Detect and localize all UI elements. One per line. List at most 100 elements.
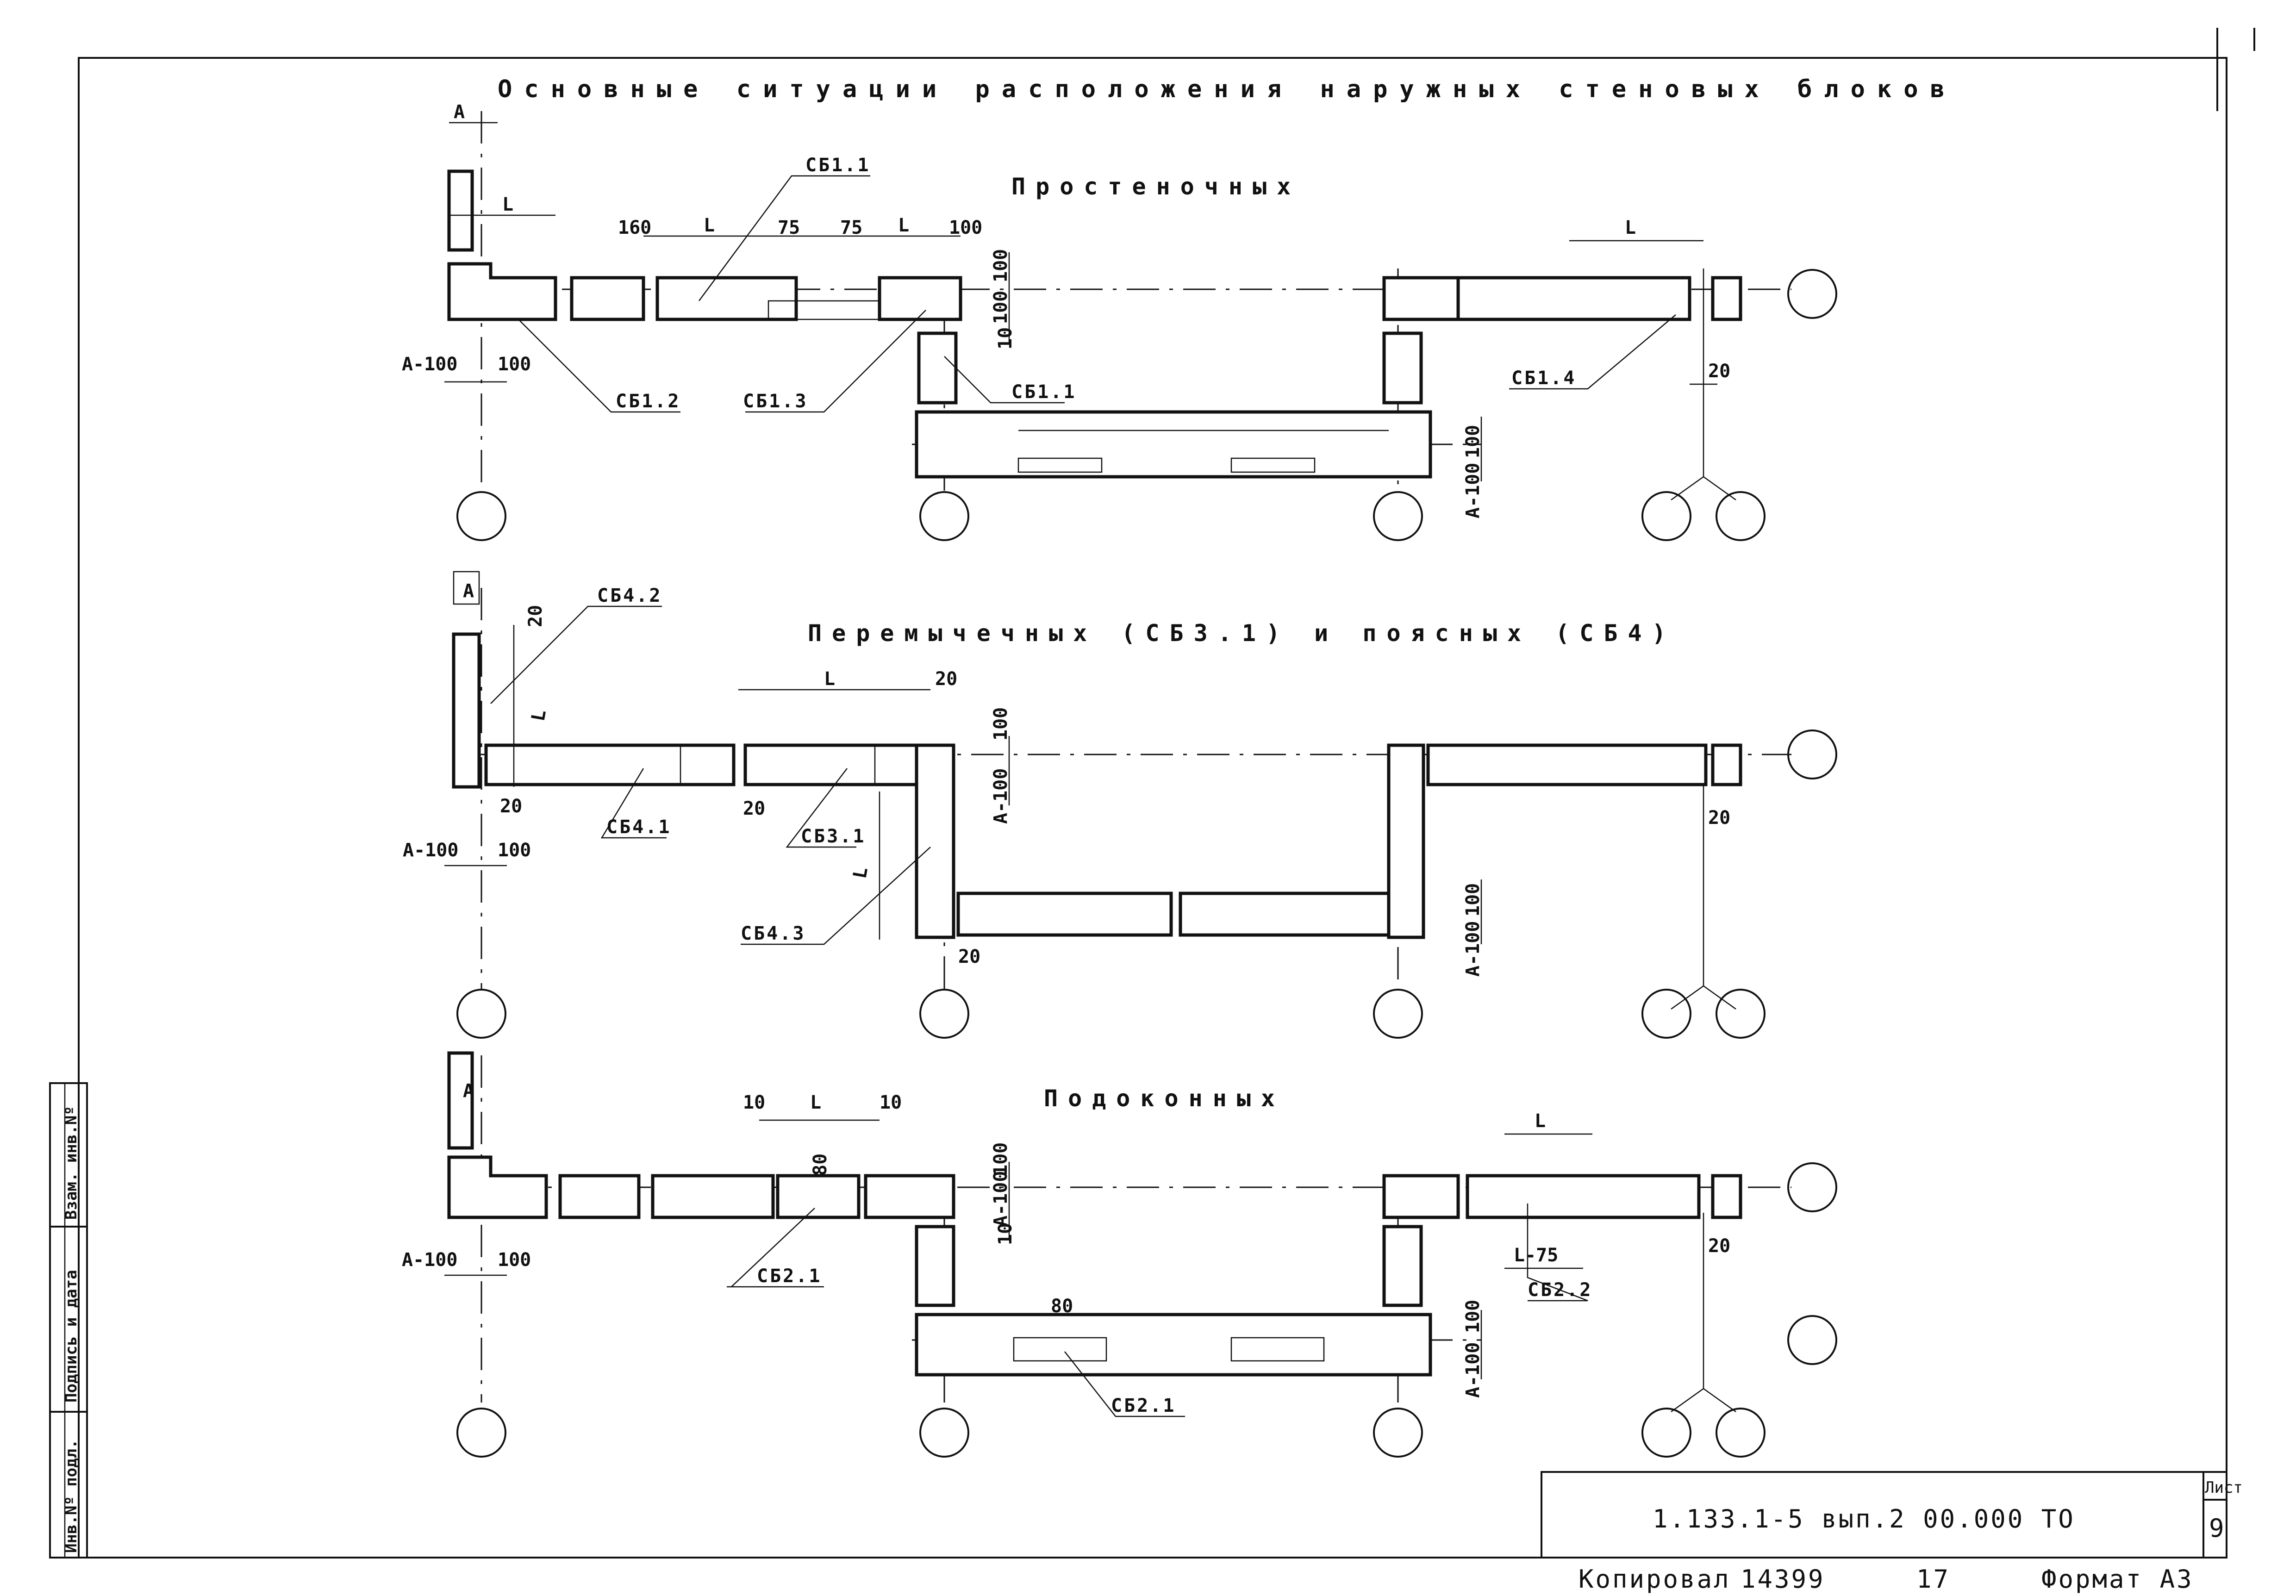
dim-10: 10	[995, 1223, 1016, 1245]
mark-sb1-4: СБ1.4	[1511, 368, 1576, 389]
dim-a-minus-100: А-100	[990, 1171, 1011, 1227]
dim-a-minus-100: А-100	[403, 840, 458, 861]
drawing-designation: 1.133.1-5 вып.2 00.000 ТО	[1653, 1504, 2075, 1534]
sheet-label: Лист	[2205, 1478, 2243, 1497]
dim-75: 75	[840, 217, 862, 238]
mark-sb2-2: СБ2.2	[1528, 1279, 1592, 1301]
dim-l: L	[898, 215, 909, 236]
sheet-footer: Копировал 14399 17 Формат А3	[1578, 1565, 2194, 1594]
copied-label: Копировал	[1578, 1565, 1731, 1594]
dim-l: L	[528, 708, 550, 723]
mark-sb1-2: СБ1.2	[616, 391, 680, 412]
mark-sb2-1: СБ2.1	[1111, 1395, 1176, 1416]
dim-l: L	[704, 215, 715, 236]
axis-bubble	[456, 1408, 506, 1458]
dim-100: 100	[1462, 883, 1484, 916]
lintel-belt-blocks-plan: А L 20 20 L 20 20 А-100 100 L 20 20 100 …	[403, 571, 1837, 1039]
drawing-title: Основные ситуации расположения наружных …	[498, 75, 1957, 103]
axis-bubble	[1716, 491, 1766, 541]
pier-blocks-plan: А L 160 L 75 75 L 100 L А-100 100 20 100…	[402, 101, 1837, 541]
copied-number: 14399	[1741, 1565, 1825, 1594]
dim-20: 20	[958, 946, 980, 967]
sign-date-label: Подпись и дата	[62, 1270, 81, 1403]
mark-sb4-2: СБ4.2	[597, 585, 662, 606]
axis-bubble	[1373, 1408, 1423, 1458]
dim-20: 20	[743, 798, 765, 819]
dim-10: 10	[995, 327, 1016, 349]
axis-bubble	[1787, 729, 1837, 779]
axis-bubble	[456, 989, 506, 1039]
mark-sb1-1: СБ1.1	[805, 155, 870, 176]
dim-20: 20	[525, 605, 546, 627]
dim-a-minus-100: А-100	[1462, 463, 1484, 518]
dim-20: 20	[1708, 361, 1730, 382]
dim-100: 100	[949, 217, 982, 238]
axis-bubble	[1787, 269, 1837, 319]
dim-20: 20	[1708, 807, 1730, 829]
section-title-lintel: Перемычечных (СБ3.1) и поясных (СБ4)	[808, 620, 1676, 647]
dim-20: 20	[500, 796, 522, 817]
sheet-number: 9	[2209, 1514, 2226, 1543]
axis-bubble	[919, 989, 969, 1039]
axis-bubble	[1716, 1408, 1766, 1458]
copied-extra: 17	[1916, 1565, 1950, 1594]
dim-a: А	[454, 101, 465, 123]
dim-100: 100	[498, 1249, 531, 1271]
dim-100: 100	[990, 707, 1011, 741]
axis-bubble	[1787, 1315, 1837, 1365]
dim-160: 160	[618, 217, 651, 238]
dim-100: 100	[990, 291, 1011, 324]
mark-sb4-1: СБ4.1	[606, 817, 671, 838]
dim-a: А	[463, 1080, 474, 1102]
title-block: 1.133.1-5 вып.2 00.000 ТО Лист 9	[1541, 1471, 2243, 1559]
dim-l: L	[849, 866, 872, 880]
dim-20: 20	[1708, 1235, 1730, 1257]
axis-bubble	[1641, 989, 1691, 1039]
axis-bubble	[1373, 989, 1423, 1039]
side-stamp: Инв.Nº подл. Подпись и дата Взам. инв.Nº	[49, 1082, 88, 1559]
mark-sb1-1: СБ1.1	[1011, 381, 1076, 403]
mark-sb3-1: СБ3.1	[801, 826, 866, 847]
axis-bubble	[1641, 491, 1691, 541]
dim-10: 10	[743, 1092, 765, 1113]
inv-no-label: Инв.Nº подл.	[62, 1439, 81, 1553]
axis-bubble	[1716, 989, 1766, 1039]
dim-a-minus-100: А-100	[402, 354, 457, 375]
dim-a-minus-100: А-100	[402, 1249, 457, 1271]
dim-100: 100	[990, 249, 1011, 282]
section-title-sill: Подоконных	[1044, 1085, 1285, 1112]
dim-l: L	[810, 1092, 821, 1113]
sill-blocks-plan: А 10 L 10 80 L L-75 А-100 100 20 80 100 …	[402, 1051, 1837, 1458]
axis-bubble	[1373, 491, 1423, 541]
dim-l-minus-75: L-75	[1514, 1245, 1558, 1266]
dim-10: 10	[880, 1092, 902, 1113]
format-label: Формат А3	[2041, 1565, 2194, 1594]
dim-l: L	[502, 194, 513, 215]
dim-l: L	[824, 668, 835, 690]
axis-bubble	[919, 491, 969, 541]
dim-l: L	[1535, 1110, 1546, 1132]
dim-100: 100	[1462, 1300, 1484, 1333]
dim-100: 100	[498, 354, 531, 375]
axis-bubble	[456, 491, 506, 541]
axis-bubble	[919, 1408, 969, 1458]
replace-inv-label: Взам. инв.Nº	[62, 1106, 81, 1220]
dim-75: 75	[778, 217, 800, 238]
dim-a: А	[463, 580, 474, 602]
dim-100: 100	[990, 1142, 1011, 1176]
dim-80: 80	[1051, 1296, 1073, 1317]
dim-a-minus-100: А-100	[1462, 1342, 1484, 1398]
mark-sb1-3: СБ1.3	[743, 391, 808, 412]
axis-bubble	[1641, 1408, 1691, 1458]
dim-a-minus-100: А-100	[990, 768, 1011, 824]
dim-20: 20	[935, 668, 957, 690]
dim-100: 100	[1462, 425, 1484, 458]
sheet-frame	[78, 28, 2255, 1559]
section-title-pier: Простеночных	[1011, 173, 1301, 200]
axis-bubble	[1787, 1162, 1837, 1212]
dim-l: L	[1625, 217, 1636, 238]
dim-80: 80	[810, 1153, 831, 1176]
mark-sb2-1: СБ2.1	[757, 1266, 822, 1287]
